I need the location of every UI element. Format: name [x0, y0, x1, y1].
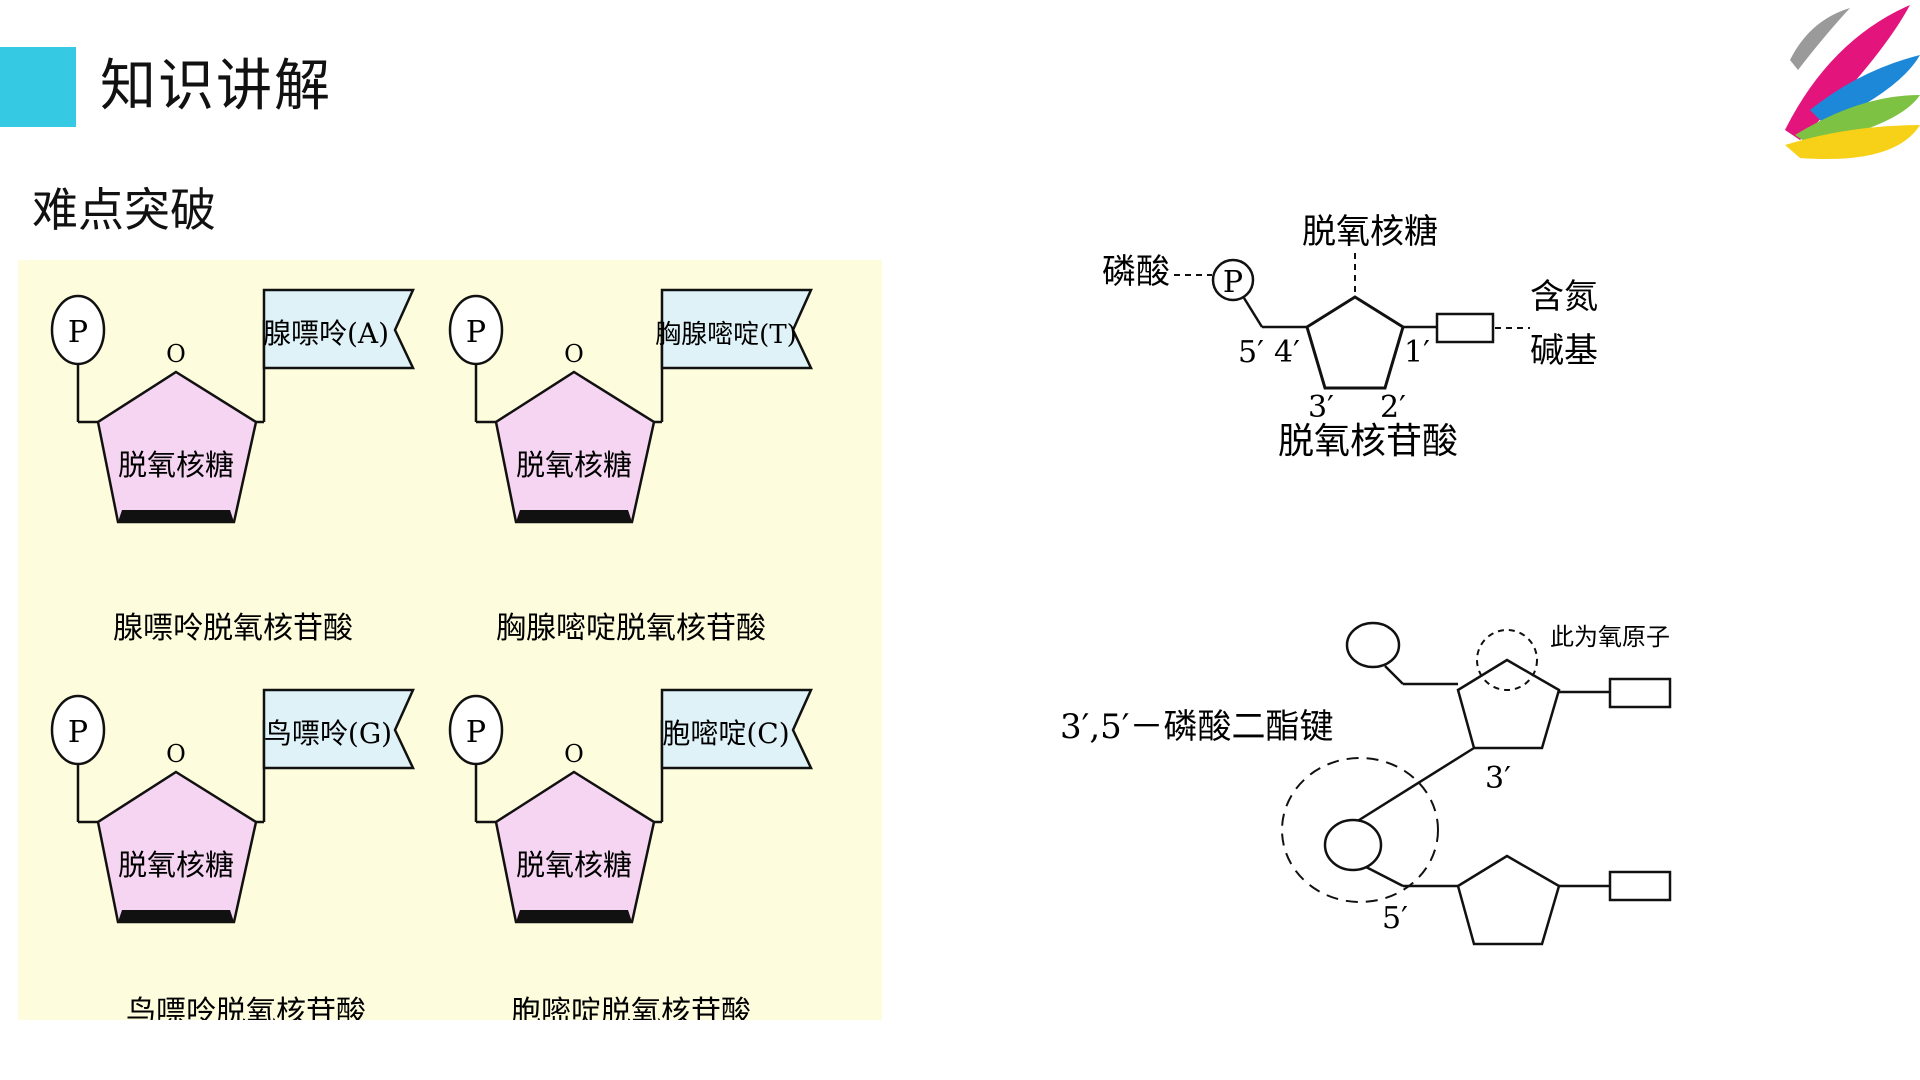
- three-prime-label: 3′: [1485, 761, 1511, 796]
- oxygen-symbol: O: [564, 340, 584, 368]
- nucleotide-card-adenine: P O 脱氧核糖 腺嘌呤(A) 腺嘌呤脱氧核苷酸: [50, 288, 415, 646]
- nucleotide-types-figure: P O 脱氧核糖 腺嘌呤(A) 腺嘌呤脱氧核苷酸 P O 脱氧核糖 胸腺嘧啶(T…: [50, 288, 813, 1020]
- base-label: 胸腺嘧啶(T): [655, 320, 797, 350]
- nucleotide-card-guanine: P O 脱氧核糖 鸟嘌呤(G) 鸟嘌呤脱氧核苷酸: [50, 688, 415, 1020]
- phosphate-circle: [1211, 258, 1255, 302]
- oxygen-symbol: O: [166, 740, 186, 768]
- top-base-box: [1608, 677, 1672, 709]
- nucleotide-card-cytosine: P O 脱氧核糖 胞嘧啶(C) 胞嘧啶脱氧核苷酸: [448, 688, 813, 1020]
- top-phosphate-circle: [1345, 621, 1401, 669]
- phosphate-symbol: P: [466, 315, 486, 350]
- logo-stroke-yellow: [1785, 125, 1920, 160]
- phosphate-symbol: P: [68, 715, 88, 750]
- nucleotide-structure-diagram: 磷酸 P 脱氧核糖 含氮 碱基 5′ 4′ 1′ 3′ 2′ 脱氧核苷酸: [1090, 205, 1630, 475]
- deoxyribose-pentagon: [1305, 295, 1405, 390]
- phosphate-symbol: P: [1223, 265, 1243, 300]
- sugar-label: 脱氧核糖: [516, 448, 632, 482]
- base-box: [1435, 312, 1495, 344]
- brand-logo: [1785, 5, 1920, 160]
- title-accent-block: [0, 47, 76, 127]
- carbon-2-label: 2′: [1380, 390, 1406, 425]
- phosphodiester-bond-highlight: [1281, 757, 1439, 903]
- nucleotide-types-panel: P O 脱氧核糖 腺嘌呤(A) 腺嘌呤脱氧核苷酸 P O 脱氧核糖 胸腺嘧啶(T…: [18, 260, 882, 1020]
- sugar-label: 脱氧核糖: [516, 848, 632, 882]
- nucleotide-caption: 鸟嘌呤脱氧核苷酸: [126, 995, 366, 1020]
- logo-stroke-gray: [1790, 8, 1850, 70]
- nucleotide-caption: 胞嘧啶脱氧核苷酸: [511, 995, 751, 1020]
- phosphodiester-bond-diagram: 此为氧原子 3′ 3′,5′－磷酸二酯键 5′: [1060, 620, 1700, 950]
- sugar-label: 脱氧核糖: [118, 848, 234, 882]
- carbon-3-label: 3′: [1308, 390, 1334, 425]
- oxygen-symbol: O: [166, 340, 186, 368]
- phosphodiester-bond-label: 3′,5′－磷酸二酯键: [1060, 707, 1334, 747]
- phosphate-symbol: P: [466, 715, 486, 750]
- oxygen-atom-circle: [1476, 629, 1538, 691]
- nucleotide-caption: 腺嘌呤脱氧核苷酸: [113, 611, 353, 646]
- logo-stroke-blue: [1810, 55, 1920, 125]
- base-label-line1: 含氮: [1530, 277, 1598, 317]
- sugar-label: 脱氧核糖: [118, 448, 234, 482]
- base-label: 胞嘧啶(C): [662, 717, 789, 750]
- phosphate-to-five-prime-bond: [1365, 865, 1404, 888]
- bottom-phosphate-circle: [1323, 818, 1383, 872]
- three-prime-to-phosphate-bond: [1347, 746, 1475, 829]
- carbon-4-label: 4′: [1274, 335, 1300, 370]
- top-phosphate-bond: [1384, 665, 1404, 685]
- phosphate-bond-line: [1242, 297, 1264, 328]
- base-label: 腺嘌呤(A): [263, 317, 389, 350]
- oxygen-symbol: O: [564, 740, 584, 768]
- phosphate-label: 磷酸: [1102, 252, 1170, 292]
- base-label: 鸟嘌呤(G): [264, 717, 392, 750]
- nucleotide-card-thymine: P O 脱氧核糖 胸腺嘧啶(T) 胸腺嘧啶脱氧核苷酸: [448, 288, 813, 646]
- five-prime-label: 5′: [1382, 901, 1408, 936]
- bottom-sugar-pentagon: [1456, 854, 1561, 946]
- page-title: 知识讲解: [100, 54, 332, 119]
- sugar-label: 脱氧核糖: [1302, 212, 1438, 252]
- structure-caption: 脱氧核苷酸: [1278, 421, 1458, 462]
- carbon-5-label: 5′: [1238, 335, 1264, 370]
- top-sugar-pentagon: [1456, 658, 1561, 750]
- phosphate-symbol: P: [68, 315, 88, 350]
- base-label-line2: 碱基: [1530, 331, 1598, 371]
- logo-stroke-green: [1795, 95, 1920, 145]
- nucleotide-caption: 胸腺嘧啶脱氧核苷酸: [496, 611, 766, 646]
- carbon-1-label: 1′: [1404, 335, 1430, 370]
- bottom-base-box: [1608, 870, 1672, 902]
- oxygen-atom-note: 此为氧原子: [1550, 623, 1670, 651]
- section-title: 难点突破: [32, 183, 216, 237]
